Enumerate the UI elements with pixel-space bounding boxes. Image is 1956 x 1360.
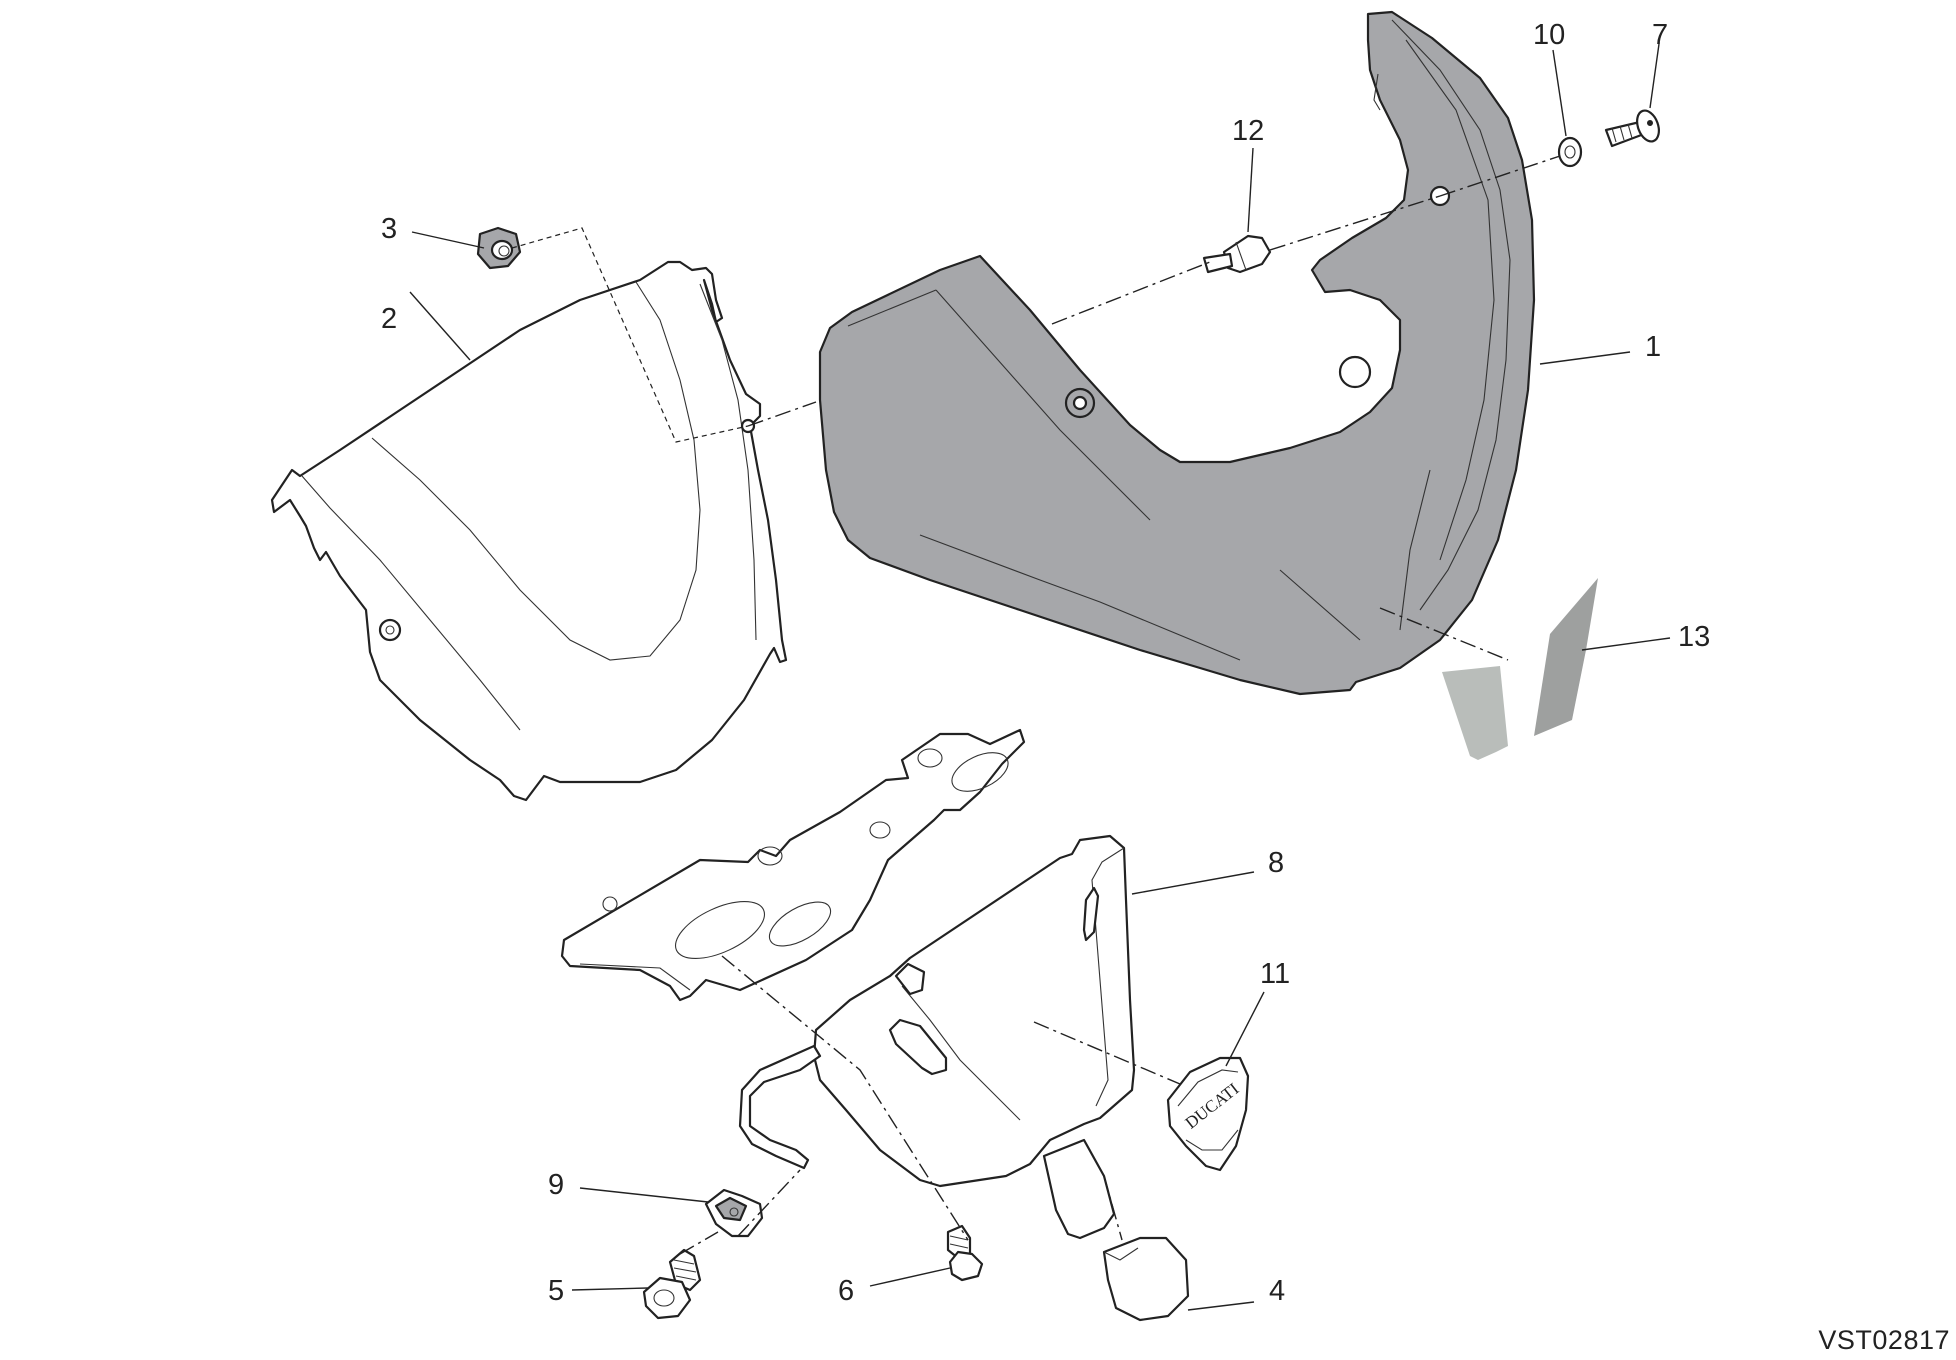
callout-1: 1 (1645, 331, 1661, 363)
callout-12: 12 (1232, 115, 1264, 147)
part-8-cover-plate[interactable] (738, 834, 1136, 1240)
callout-labels: 1 2 3 4 5 6 7 8 9 10 11 12 13 (381, 19, 1710, 1307)
callout-10: 10 (1533, 19, 1565, 51)
callout-8: 8 (1268, 847, 1284, 879)
part-13-stickers[interactable] (1442, 578, 1598, 760)
part-10-washer[interactable] (1557, 136, 1583, 168)
part-9-clip-nut[interactable] (704, 1188, 764, 1238)
callout-7: 7 (1652, 19, 1668, 51)
callout-3: 3 (381, 213, 397, 245)
part-2-windscreen[interactable] (270, 260, 788, 802)
drawing-code: VST02817 (1818, 1325, 1950, 1355)
callout-2: 2 (381, 303, 397, 335)
part-12-grommet[interactable] (1202, 234, 1272, 274)
headlight-bracket (560, 728, 1026, 1002)
callout-5: 5 (548, 1275, 564, 1307)
part-7-screw[interactable] (1604, 108, 1663, 148)
leader-lines (409, 43, 1671, 1311)
callout-4: 4 (1269, 1275, 1285, 1307)
part-6-screw[interactable] (946, 1224, 984, 1282)
part-5-bolt[interactable] (642, 1248, 702, 1320)
part-1-fairing[interactable] (818, 10, 1536, 696)
part-3-nut[interactable] (476, 226, 522, 270)
callout-6: 6 (838, 1275, 854, 1307)
assembly-lines (511, 155, 1561, 1255)
part-4-pad[interactable] (1102, 1236, 1190, 1322)
callout-9: 9 (548, 1169, 564, 1201)
callout-11: 11 (1260, 958, 1290, 990)
part-11-ducati-badge[interactable]: DUCATI (1166, 1056, 1250, 1172)
callout-13: 13 (1678, 621, 1710, 653)
